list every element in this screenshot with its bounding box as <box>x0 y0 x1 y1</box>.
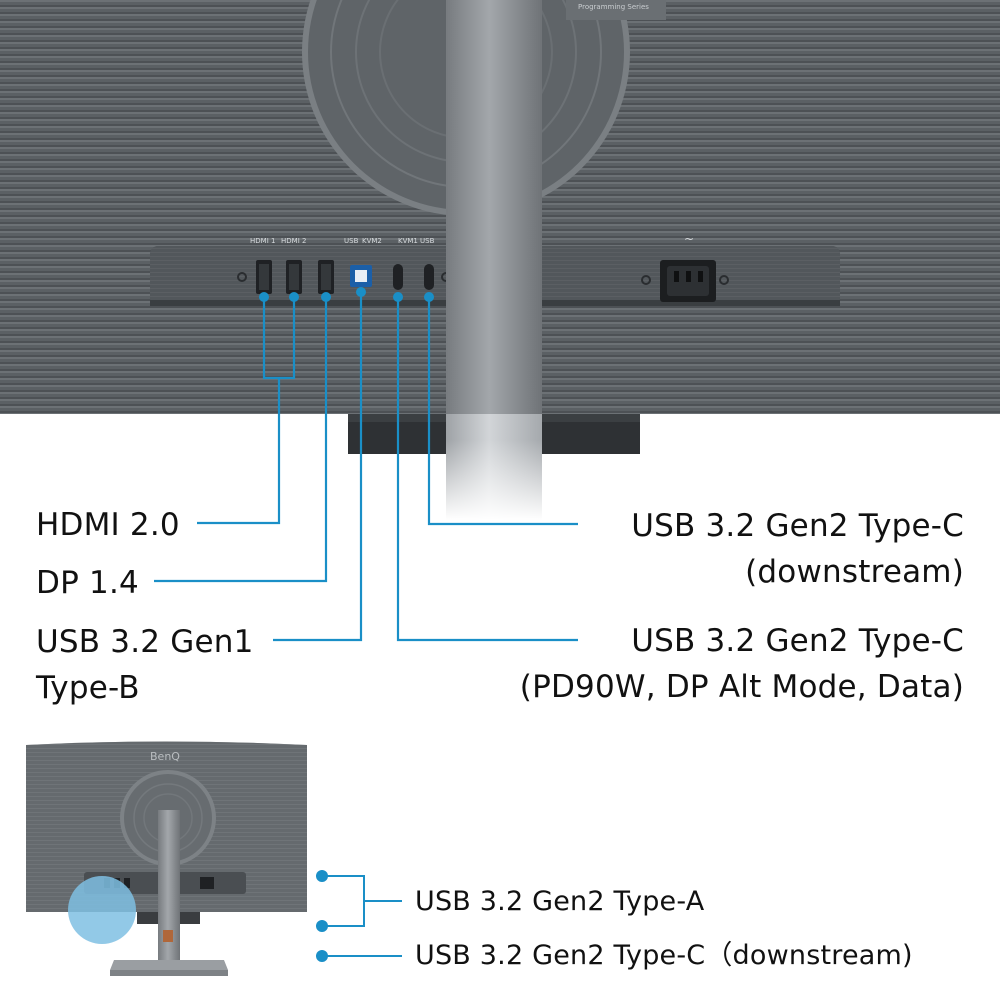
port-label-hdmi2: HDMI 2 <box>281 237 306 245</box>
port-hdmi-1 <box>237 260 272 294</box>
port-usb-b <box>350 265 372 287</box>
port-label-kvm2: KVM2 <box>362 237 382 245</box>
port-label-usb: USB <box>344 237 359 245</box>
thumbnail-callout-lines <box>325 875 402 957</box>
label-usb-c-down-line2: (downstream) <box>745 554 964 590</box>
label-usb-c-pd-line2: (PD90W, DP Alt Mode, Data) <box>519 669 964 705</box>
thumbnail-monitor <box>26 741 307 976</box>
label-thumb-usb-c: USB 3.2 Gen2 Type-C（downstream) <box>415 940 913 971</box>
label-hdmi: HDMI 2.0 <box>36 507 180 543</box>
port-label-usb2: USB <box>420 237 435 245</box>
port-hdmi-2 <box>286 260 302 294</box>
port-label-kvm1: KVM1 <box>398 237 418 245</box>
label-thumb-usb-a: USB 3.2 Gen2 Type-A <box>415 886 705 917</box>
label-usb-b-line2: Type-B <box>36 670 140 706</box>
port-label-hdmi1: HDMI 1 <box>250 237 275 245</box>
power-symbol: ~ <box>684 232 694 246</box>
thumbnail-callout-dots <box>316 870 328 962</box>
series-text: Programming Series <box>578 3 649 11</box>
port-displayport <box>318 260 334 294</box>
power-connector <box>641 260 729 302</box>
port-usb-c-pd <box>393 264 403 290</box>
port-labels-row: HDMI 1 HDMI 2 USB KVM2 KVM1 USB <box>250 237 435 245</box>
callout-dots <box>259 287 434 302</box>
callout-lines <box>154 290 578 642</box>
label-dp: DP 1.4 <box>36 565 139 601</box>
label-usb-b-line1: USB 3.2 Gen1 <box>36 624 254 660</box>
thumbnail-brand: BenQ <box>150 750 180 763</box>
label-usb-c-pd-line1: USB 3.2 Gen2 Type-C <box>631 623 964 659</box>
label-usb-c-down-line1: USB 3.2 Gen2 Type-C <box>631 508 964 544</box>
